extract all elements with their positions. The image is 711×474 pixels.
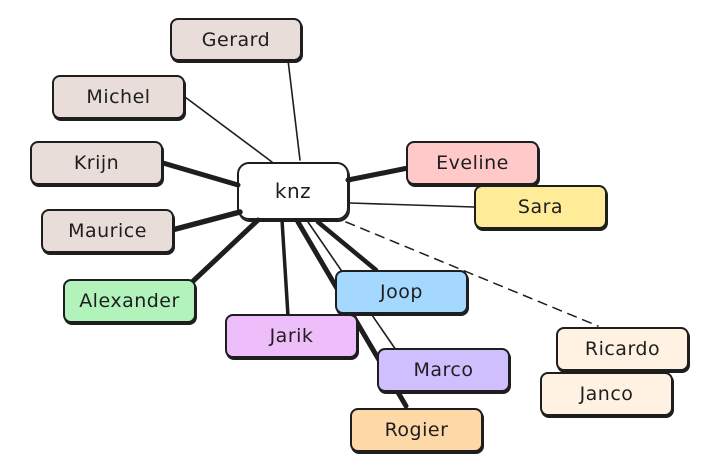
node-michel[interactable]: Michel bbox=[52, 75, 185, 119]
node-rogier[interactable]: Rogier bbox=[350, 408, 483, 452]
node-janco[interactable]: Janco bbox=[540, 372, 673, 416]
node-marco[interactable]: Marco bbox=[377, 348, 510, 392]
node-jarik[interactable]: Jarik bbox=[225, 314, 358, 358]
node-sara[interactable]: Sara bbox=[474, 185, 607, 229]
edge-alexander bbox=[187, 217, 261, 287]
node-maurice[interactable]: Maurice bbox=[41, 209, 174, 253]
node-krijn[interactable]: Krijn bbox=[30, 141, 163, 185]
node-joop[interactable]: Joop bbox=[335, 270, 468, 314]
node-ricardo[interactable]: Ricardo bbox=[556, 327, 689, 371]
edge-jarik bbox=[280, 218, 290, 318]
edge-ricardo bbox=[345, 221, 599, 327]
edge-eveline bbox=[345, 165, 411, 183]
edge-michel bbox=[184, 96, 273, 163]
edge-sara bbox=[349, 202, 475, 208]
edge-maurice bbox=[169, 209, 243, 233]
node-knz[interactable]: knz bbox=[237, 162, 349, 220]
edge-joop bbox=[315, 219, 379, 273]
edge-krijn bbox=[160, 160, 241, 188]
node-eveline[interactable]: Eveline bbox=[406, 141, 539, 185]
edge-gerard bbox=[287, 59, 301, 161]
node-gerard[interactable]: Gerard bbox=[170, 18, 302, 61]
node-alexander[interactable]: Alexander bbox=[63, 279, 196, 323]
